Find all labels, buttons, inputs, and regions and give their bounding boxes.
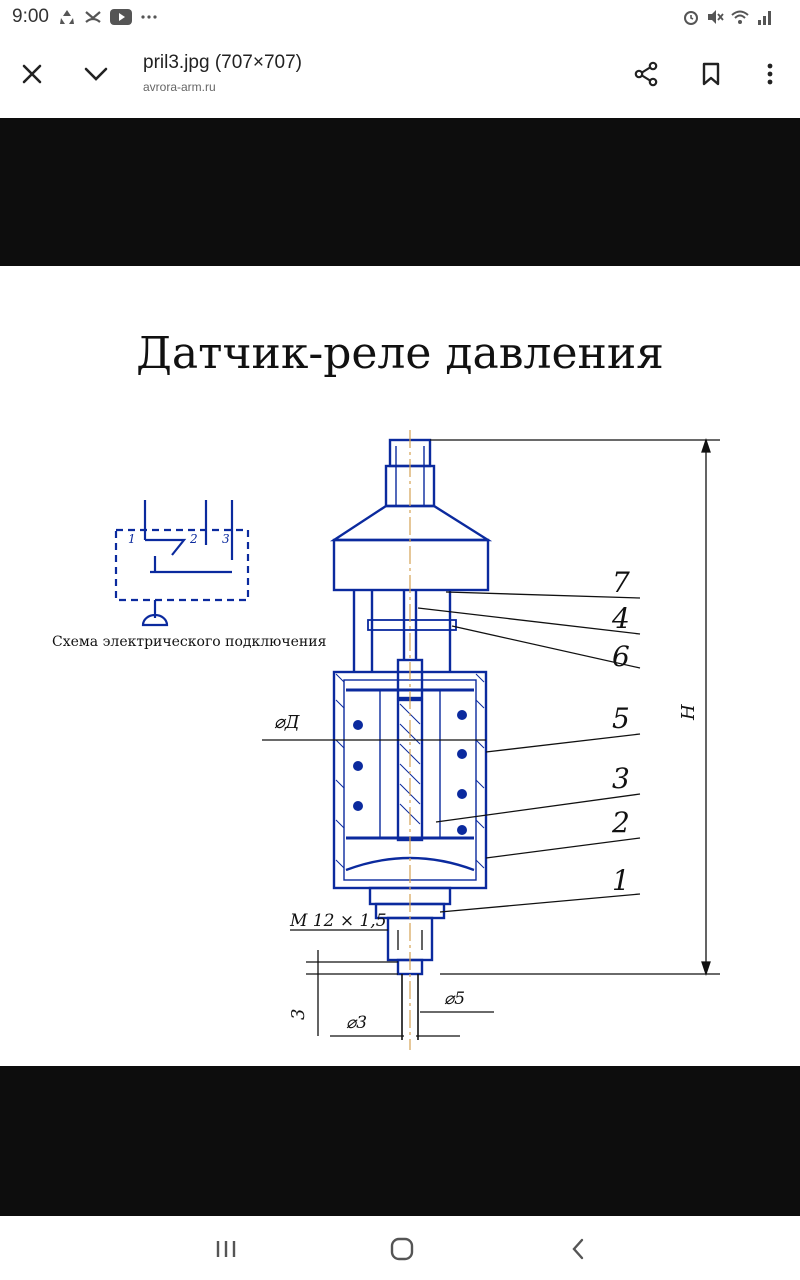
more-vertical-icon [767,63,773,85]
status-bar: 9:00 [0,0,800,36]
callout-3: 3 [612,762,630,795]
dimension-depth: 3 [288,1009,309,1020]
letterbox-top [0,118,800,266]
back-icon [572,1238,584,1260]
callout-5: 5 [612,702,630,735]
wiring-terminal-3: 3 [222,532,230,546]
recycle-icon [60,10,74,24]
home-button[interactable] [382,1234,422,1264]
dimension-diameter-5: ⌀5 [444,989,465,1009]
page-title: pril3.jpg (707×707) [143,52,302,73]
back-button[interactable] [558,1234,598,1264]
spring-coils [353,710,467,835]
callout-7: 7 [612,566,630,599]
mute-icon [708,10,724,24]
dimension-diameter-3: ⌀3 [346,1013,367,1033]
leader-lines [262,437,720,1037]
callout-6: 6 [612,640,630,673]
callout-1: 1 [612,864,630,897]
recent-apps-button[interactable] [206,1234,246,1264]
app-bar: pril3.jpg (707×707) avrora-arm.ru [0,36,800,118]
more-options-button[interactable] [752,56,788,92]
drawing-heading: Датчик-реле давления [136,328,664,379]
bookmark-button[interactable] [693,56,729,92]
wifi-icon [731,10,749,24]
letterbox-bottom [0,1066,800,1216]
home-icon [390,1237,414,1261]
clock: 9:00 [12,6,49,27]
wiring-caption: Схема электрического подключения [52,634,327,650]
signal-icon [758,11,771,25]
callout-2: 2 [611,806,630,839]
device-outline [329,438,493,1040]
navigation-bar [0,1216,800,1280]
callout-4: 4 [611,602,630,635]
dimension-diameter-d: ⌀Д [274,712,300,733]
youtube-icon [110,9,132,25]
close-icon [22,64,42,84]
wiring-diagram [114,500,250,627]
collapse-button[interactable] [78,56,114,92]
more-dots-icon [141,15,157,19]
wiring-terminal-2: 2 [189,532,198,546]
recent-apps-icon [216,1241,236,1257]
bookmark-icon [702,62,720,86]
page-source[interactable]: avrora-arm.ru [143,80,216,94]
alarm-icon [684,11,698,25]
share-icon [634,61,658,87]
dimension-height: H [678,704,699,721]
share-button[interactable] [628,56,664,92]
dimension-thread: М 12 × 1,5 [289,911,387,931]
close-button[interactable] [14,56,50,92]
missed-call-icon [85,11,101,23]
image-viewer[interactable]: Датчик-реле давления 1 2 3 Схема электри… [0,266,800,1066]
wiring-terminal-1: 1 [128,532,136,546]
pressure-switch-drawing: Датчик-реле давления 1 2 3 Схема электри… [52,328,720,1050]
chevron-down-icon [84,67,108,81]
